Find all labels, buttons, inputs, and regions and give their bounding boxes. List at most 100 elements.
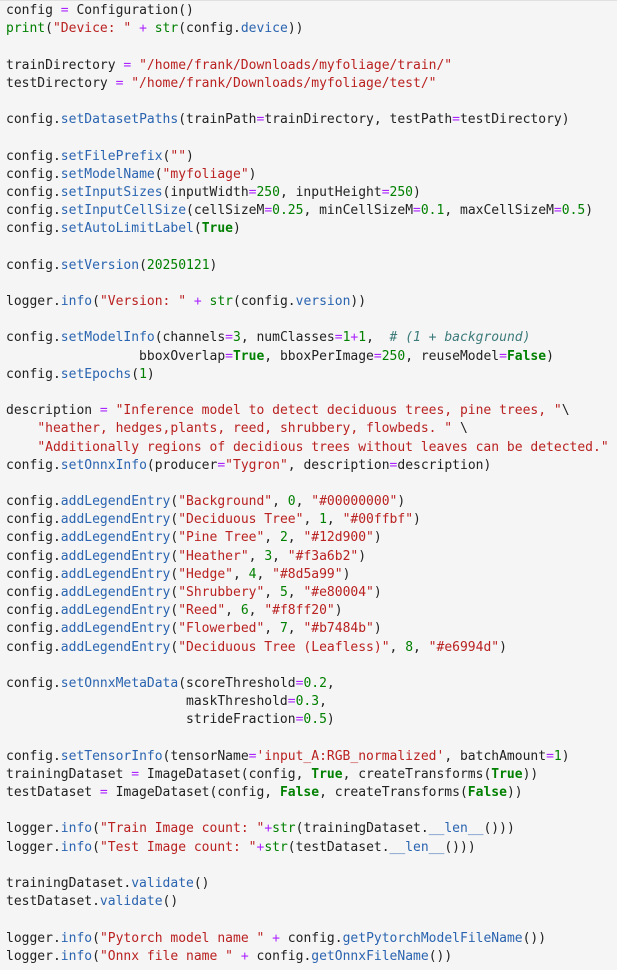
operator-token: = [131,766,140,782]
string-token: "Additionally regions of decidious trees… [37,439,609,455]
code-text: , [326,675,335,691]
code-line[interactable]: config.setDatasetPaths(trainPath=trainDi… [6,111,609,129]
code-line[interactable]: logger.info("Test Image count: "+str(tes… [6,839,609,857]
code-text: ) [186,148,194,164]
code-line[interactable] [6,93,609,111]
code-line[interactable]: trainDirectory = "/home/frank/Downloads/… [6,57,609,75]
code-text: ( [92,821,100,837]
code-line[interactable]: config.addLegendEntry("Shrubbery", 5, "#… [6,584,609,602]
code-line[interactable] [6,475,609,493]
code-line[interactable]: bboxOverlap=True, bboxPerImage=250, reus… [6,348,609,366]
code-line[interactable]: config.setFilePrefix("") [6,148,609,166]
code-line[interactable]: testDirectory = "/home/frank/Downloads/m… [6,75,609,93]
code-line[interactable]: trainingDataset.validate() [6,875,609,893]
code-line[interactable]: config.addLegendEntry("Heather", 3, "#f3… [6,548,609,566]
code-line[interactable] [6,730,609,748]
operator-token: = [225,330,233,346]
operator-token: + [350,330,359,346]
code-text: \ [561,403,570,419]
code-line[interactable]: testDataset = ImageDataset(config, False… [6,784,609,802]
code-line[interactable]: logger.info("Onnx file name " + config.g… [6,948,609,966]
code-line[interactable]: config.setOnnxInfo(producer="Tygron", de… [6,457,609,475]
code-line[interactable]: config.setInputCellSize(cellSizeM=0.25, … [6,202,609,220]
code-text: config. [6,221,61,237]
code-text: , [264,621,280,637]
code-text: ( [92,294,100,309]
code-line[interactable]: config.setVersion(20250121) [6,257,609,275]
code-line[interactable]: config.addLegendEntry("Pine Tree", 2, "#… [6,529,609,547]
code-editor[interactable]: config = Configuration()print("Device: "… [6,2,609,966]
code-text: config. [6,257,61,273]
code-line[interactable]: config.setAutoLimitLabel(True) [6,220,609,238]
code-line[interactable] [6,129,609,147]
code-line[interactable] [6,657,609,675]
code-text: logger. [6,821,61,837]
code-line[interactable]: config.setInputSizes(inputWidth=250, inp… [6,184,609,202]
number-token: 6 [240,603,249,619]
code-text: config. [6,585,61,600]
code-line[interactable]: print("Device: " + str(config.device)) [6,20,609,38]
string-token: 'input_A:RGB_normalized' [256,748,445,764]
operator-token: = [115,75,124,91]
code-line[interactable]: strideFraction=0.5) [6,711,609,729]
code-line[interactable]: config.addLegendEntry("Background", 0, "… [6,493,609,511]
code-line[interactable]: testDataset.validate() [6,893,609,911]
code-line[interactable]: logger.info("Version: " + str(config.ver… [6,293,609,311]
code-line[interactable] [6,802,609,820]
number-token: 250 [389,184,414,200]
number-token: 250 [256,184,280,200]
string-token: "Pine Tree" [178,530,265,546]
code-line[interactable] [6,911,609,929]
code-line[interactable] [6,238,609,256]
operator-token: = [546,748,554,764]
code-text: config. [6,203,61,219]
code-text: config [6,3,61,18]
code-line[interactable]: config.setTensorInfo(tensorName='input_A… [6,748,609,766]
number-token: 3 [264,548,273,564]
code-text: testDataset. [6,894,100,910]
code-text: , createTransforms( [342,766,492,782]
code-line[interactable]: config.addLegendEntry("Hedge", 4, "#8d5a… [6,566,609,584]
code-line[interactable] [6,384,609,402]
code-line[interactable] [6,38,609,56]
code-text: , [389,639,406,655]
method-token: info [60,930,93,946]
number-token: 20250121 [146,257,210,273]
code-line[interactable] [6,311,609,329]
code-line[interactable] [6,275,609,293]
code-line[interactable]: config.addLegendEntry("Reed", 6, "#f8ff2… [6,602,609,620]
code-line[interactable]: maskThreshold=0.3, [6,693,609,711]
code-line[interactable]: logger.info("Train Image count: "+str(tr… [6,820,609,838]
code-line[interactable] [6,857,609,875]
code-text: ( [92,930,100,946]
code-text: (channels [154,330,226,346]
code-text: , [366,330,390,346]
code-text: , maxCellSizeM [444,203,554,219]
code-text: config. [279,930,343,946]
string-token: "#e80004" [303,585,374,600]
code-line[interactable]: config = Configuration() [6,2,609,20]
code-text: testDirectory [6,75,116,91]
code-line[interactable]: config.addLegendEntry("Deciduous Tree", … [6,511,609,529]
keyword-token: True [232,348,265,364]
code-line[interactable]: logger.info("Pytorch model name " + conf… [6,930,609,948]
method-token: addLegendEntry [60,639,171,655]
code-line[interactable]: config.setModelName("myfoliage") [6,166,609,184]
code-line[interactable]: config.setOnnxMetaData(scoreThreshold=0.… [6,675,609,693]
code-line[interactable]: trainingDataset = ImageDataset(config, T… [6,766,609,784]
code-text: testDataset [6,785,100,801]
code-line[interactable]: description = "Inference model to detect… [6,402,609,420]
code-line[interactable]: config.setModelInfo(channels=3, numClass… [6,329,609,347]
code-text: , [319,694,327,710]
code-text: , [295,494,312,510]
code-text: ) [373,621,382,637]
number-token: 0.5 [561,203,586,219]
code-line[interactable]: config.setEpochs(1) [6,366,609,384]
code-text: , [287,621,304,637]
code-text: , reuseModel [405,348,500,364]
code-line[interactable]: config.addLegendEntry("Deciduous Tree (L… [6,639,609,657]
code-line[interactable]: config.addLegendEntry("Flowerbed", 7, "#… [6,620,609,638]
code-line[interactable]: "Additionally regions of decidious trees… [6,439,609,457]
code-line[interactable]: "heather, hedges,plants, reed, shrubbery… [6,420,609,438]
